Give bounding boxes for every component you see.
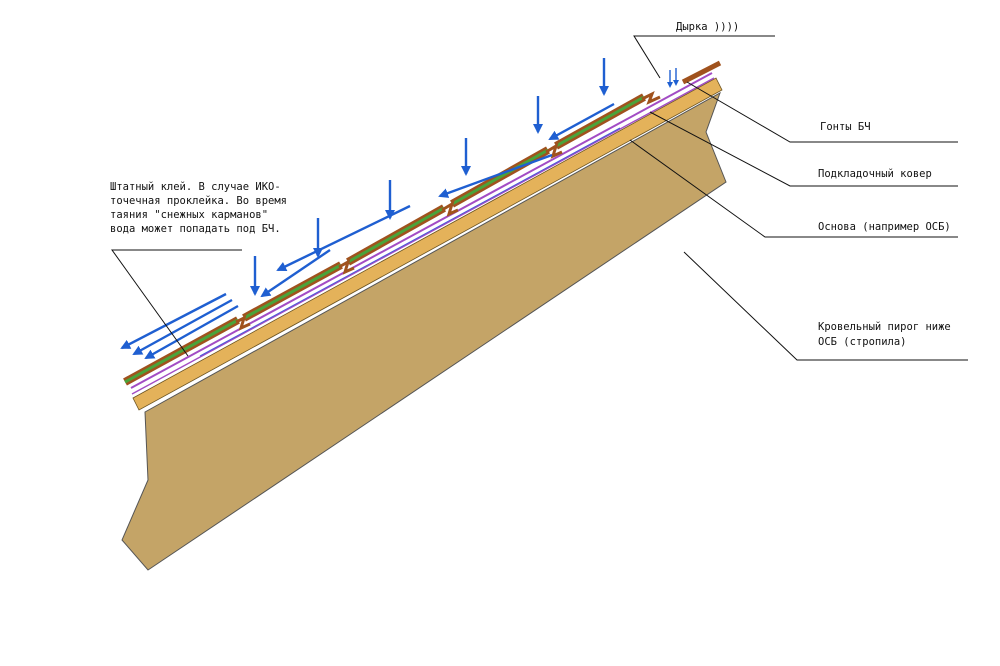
leader-underlay — [649, 111, 958, 187]
label-underlay: Подкладочный ковер — [818, 168, 932, 180]
label-glue-line4: вода может попадать под БЧ. — [110, 223, 281, 235]
underlay-line-lower — [131, 77, 715, 395]
label-glue-line2: точечная проклейка. Во время — [110, 195, 287, 207]
underlay-line-upper — [130, 72, 713, 389]
shingle-strips — [123, 60, 722, 386]
leader-glue — [111, 249, 242, 357]
leader-roof-cake — [683, 251, 968, 361]
water-arrows-slope — [120, 102, 615, 360]
hole-arrows — [667, 68, 679, 88]
shingle-overlaps — [235, 90, 661, 331]
water-arrows-vertical — [250, 58, 609, 296]
label-glue-line1: Штатный клей. В случае ИКО- — [110, 181, 281, 193]
label-hole: Дырка )))) — [676, 21, 739, 33]
underlay-line-blue — [199, 127, 621, 357]
osb-layer — [132, 77, 723, 411]
leader-hole — [633, 35, 775, 79]
leader-shingles — [686, 81, 958, 143]
label-glue-line3: таяния "снежных карманов" — [110, 209, 268, 221]
label-roof-cake-line2: ОСБ (стропила) — [818, 336, 907, 348]
label-shingles: Гонты БЧ — [820, 121, 871, 133]
leader-base — [629, 139, 958, 238]
label-roof-cake-line1: Кровельный пирог ниже — [818, 321, 951, 333]
label-base: Основа (например ОСБ) — [818, 221, 951, 233]
